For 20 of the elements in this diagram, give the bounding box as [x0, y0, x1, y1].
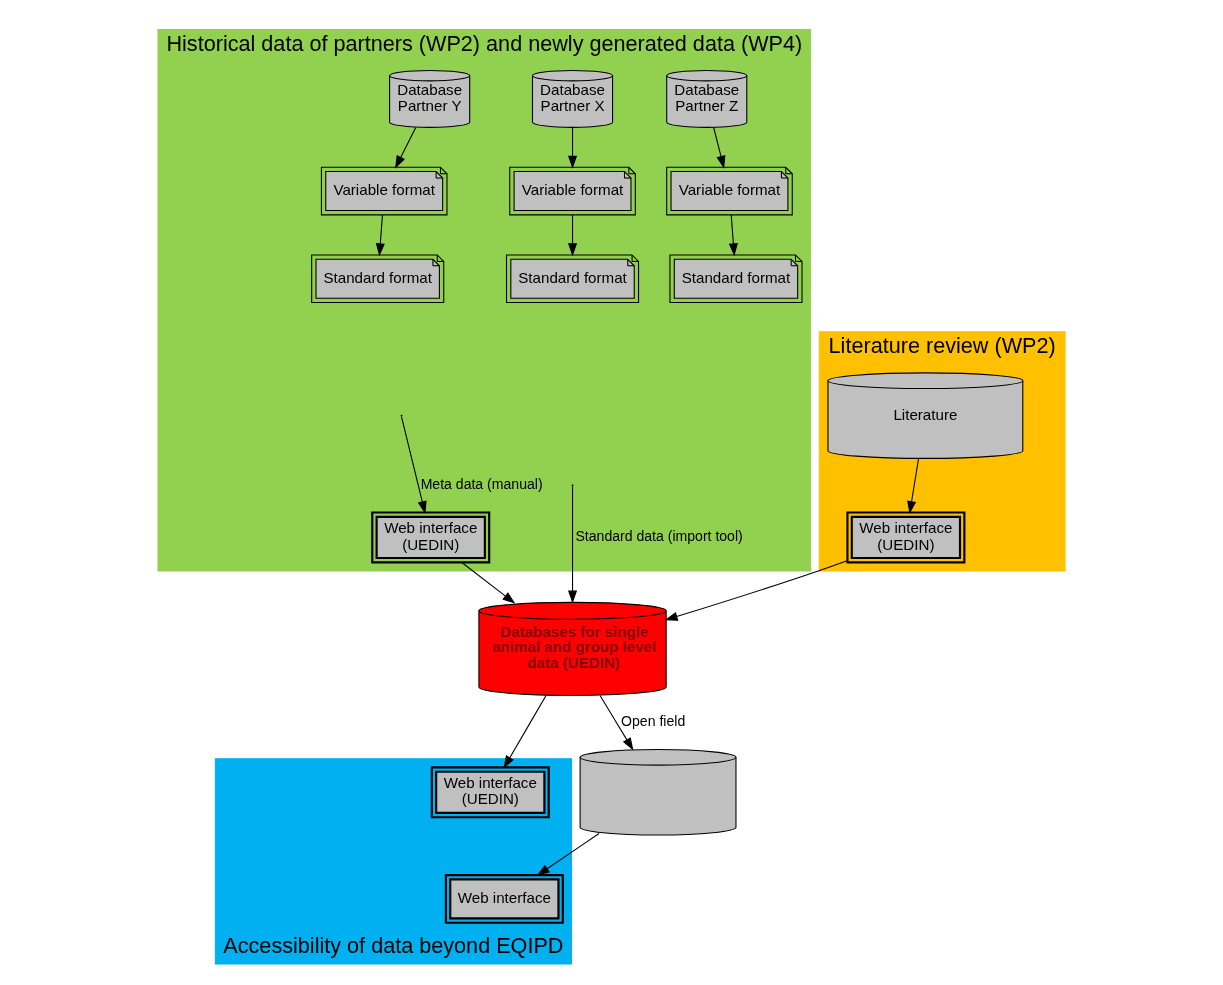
- edge-label: Standard data (import tool): [575, 528, 743, 545]
- node-box: Web interface: [444, 874, 564, 924]
- arrow: [568, 486, 578, 604]
- node-box: Web interface (UEDIN): [430, 766, 550, 819]
- arrow: [375, 214, 385, 257]
- arrow: [568, 126, 578, 169]
- arrow: [503, 694, 547, 769]
- arrow: [728, 214, 738, 257]
- arrow: [536, 832, 600, 876]
- arrow: [713, 126, 726, 169]
- arrow: [401, 416, 427, 515]
- edge-label: Open field: [621, 713, 686, 730]
- arrow: [907, 458, 920, 515]
- node-box: Web interface (UEDIN): [846, 511, 966, 564]
- arrow: [664, 560, 848, 621]
- arrow: [599, 694, 634, 751]
- arrow: [394, 126, 417, 169]
- arrow: [568, 214, 578, 257]
- node-box: Web interface (UEDIN): [371, 511, 491, 564]
- edge-label: Meta data (manual): [420, 476, 543, 493]
